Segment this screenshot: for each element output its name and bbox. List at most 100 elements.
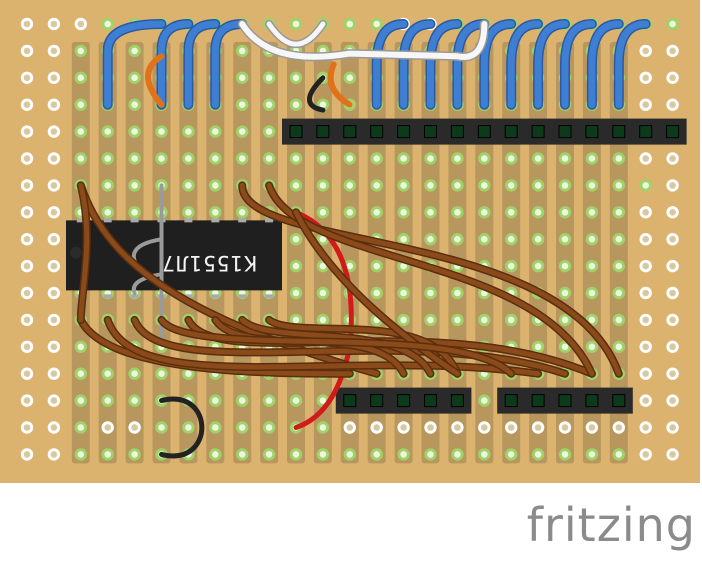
hole-center: [185, 209, 192, 216]
hole-center: [131, 370, 138, 378]
hole-center: [104, 155, 111, 162]
hole-center: [534, 235, 542, 243]
hole-center: [373, 155, 381, 162]
hole-center: [23, 370, 31, 378]
hole-center: [50, 235, 58, 243]
hole-center: [588, 155, 596, 162]
header-pin: [397, 394, 411, 408]
hole-center: [427, 155, 434, 162]
header-pin: [316, 125, 330, 139]
hole-center: [669, 424, 676, 431]
brown-wire: [78, 182, 90, 323]
hole-center: [373, 182, 381, 189]
hole-center: [131, 397, 138, 404]
hole-center: [454, 182, 461, 189]
hole-center: [588, 343, 596, 351]
hole-center: [669, 101, 676, 108]
ic-pin: [184, 294, 193, 299]
hole-center: [588, 289, 596, 297]
hole-center: [319, 235, 327, 243]
blue-wire: [373, 20, 408, 109]
hole-center: [319, 289, 327, 297]
hole-center: [481, 397, 488, 404]
hole-center: [319, 209, 327, 216]
blue-wire: [615, 20, 650, 109]
brown-wire: [266, 182, 595, 377]
hole-center: [642, 316, 649, 324]
ic-pin: [211, 294, 220, 299]
hole-center: [292, 235, 300, 243]
hole-center: [319, 397, 327, 404]
hole-center: [131, 209, 138, 216]
hole-center: [615, 316, 623, 324]
hole-center: [669, 47, 676, 55]
hole-center: [400, 289, 407, 297]
hole-center: [265, 155, 273, 162]
brown-wire: [239, 317, 433, 377]
hole-center: [588, 182, 596, 189]
hole-center: [23, 262, 31, 270]
hole-center: [534, 182, 542, 189]
hole-center: [104, 397, 111, 404]
hole-center: [23, 74, 31, 82]
hole-center: [104, 128, 111, 135]
hole-center: [23, 128, 31, 135]
hole-center: [400, 451, 407, 458]
hole-center: [346, 209, 354, 216]
hole-center: [346, 182, 354, 189]
hole-center: [292, 74, 300, 82]
header-pin: [612, 394, 626, 408]
hole-center: [427, 209, 434, 216]
hole-center: [265, 397, 273, 404]
hole-center: [50, 101, 58, 108]
header-pin: [558, 125, 572, 139]
hole-center: [561, 289, 569, 297]
hole-center: [238, 47, 246, 55]
hole-center: [507, 155, 515, 162]
hole-center: [346, 74, 354, 82]
hole-center: [238, 424, 246, 431]
hole-center: [104, 424, 111, 431]
hole-center: [319, 101, 327, 108]
hole-center: [77, 101, 85, 108]
hole-center: [669, 155, 676, 162]
hole-center: [50, 316, 58, 324]
hole-center: [212, 397, 219, 404]
hole-center: [427, 424, 434, 431]
ic-pin: [211, 218, 220, 223]
hole-center: [185, 370, 192, 378]
hole-center: [158, 424, 165, 431]
hole-center: [400, 262, 407, 270]
hole-center: [561, 343, 569, 351]
hole-center: [588, 316, 596, 324]
hole-center: [454, 289, 461, 297]
hole-center: [669, 316, 676, 324]
hole-center: [454, 209, 461, 216]
hole-center: [104, 451, 111, 458]
brown-wire: [293, 209, 460, 377]
hole-center: [534, 343, 542, 351]
hole-center: [319, 316, 327, 324]
hole-center: [131, 74, 138, 82]
hole-center: [104, 182, 111, 189]
copper-strip: [394, 41, 413, 464]
hole-center: [615, 155, 623, 162]
header-pin: [450, 125, 464, 139]
blue-wire: [507, 20, 542, 109]
hole-center: [158, 155, 165, 162]
header-pin: [558, 394, 572, 408]
orange-wire: [145, 53, 165, 108]
hole-center: [427, 182, 434, 189]
hole-center: [238, 128, 246, 135]
hole-center: [131, 424, 138, 431]
hole-center: [534, 262, 542, 270]
hole-center: [23, 451, 31, 458]
hole-center: [615, 209, 623, 216]
header-pin: [343, 394, 357, 408]
hole-center: [669, 397, 676, 404]
blue-wire: [400, 20, 434, 109]
copper-strip: [287, 41, 305, 464]
hole-center: [77, 128, 85, 135]
hole-center: [669, 343, 676, 351]
blue-wire: [104, 20, 165, 109]
